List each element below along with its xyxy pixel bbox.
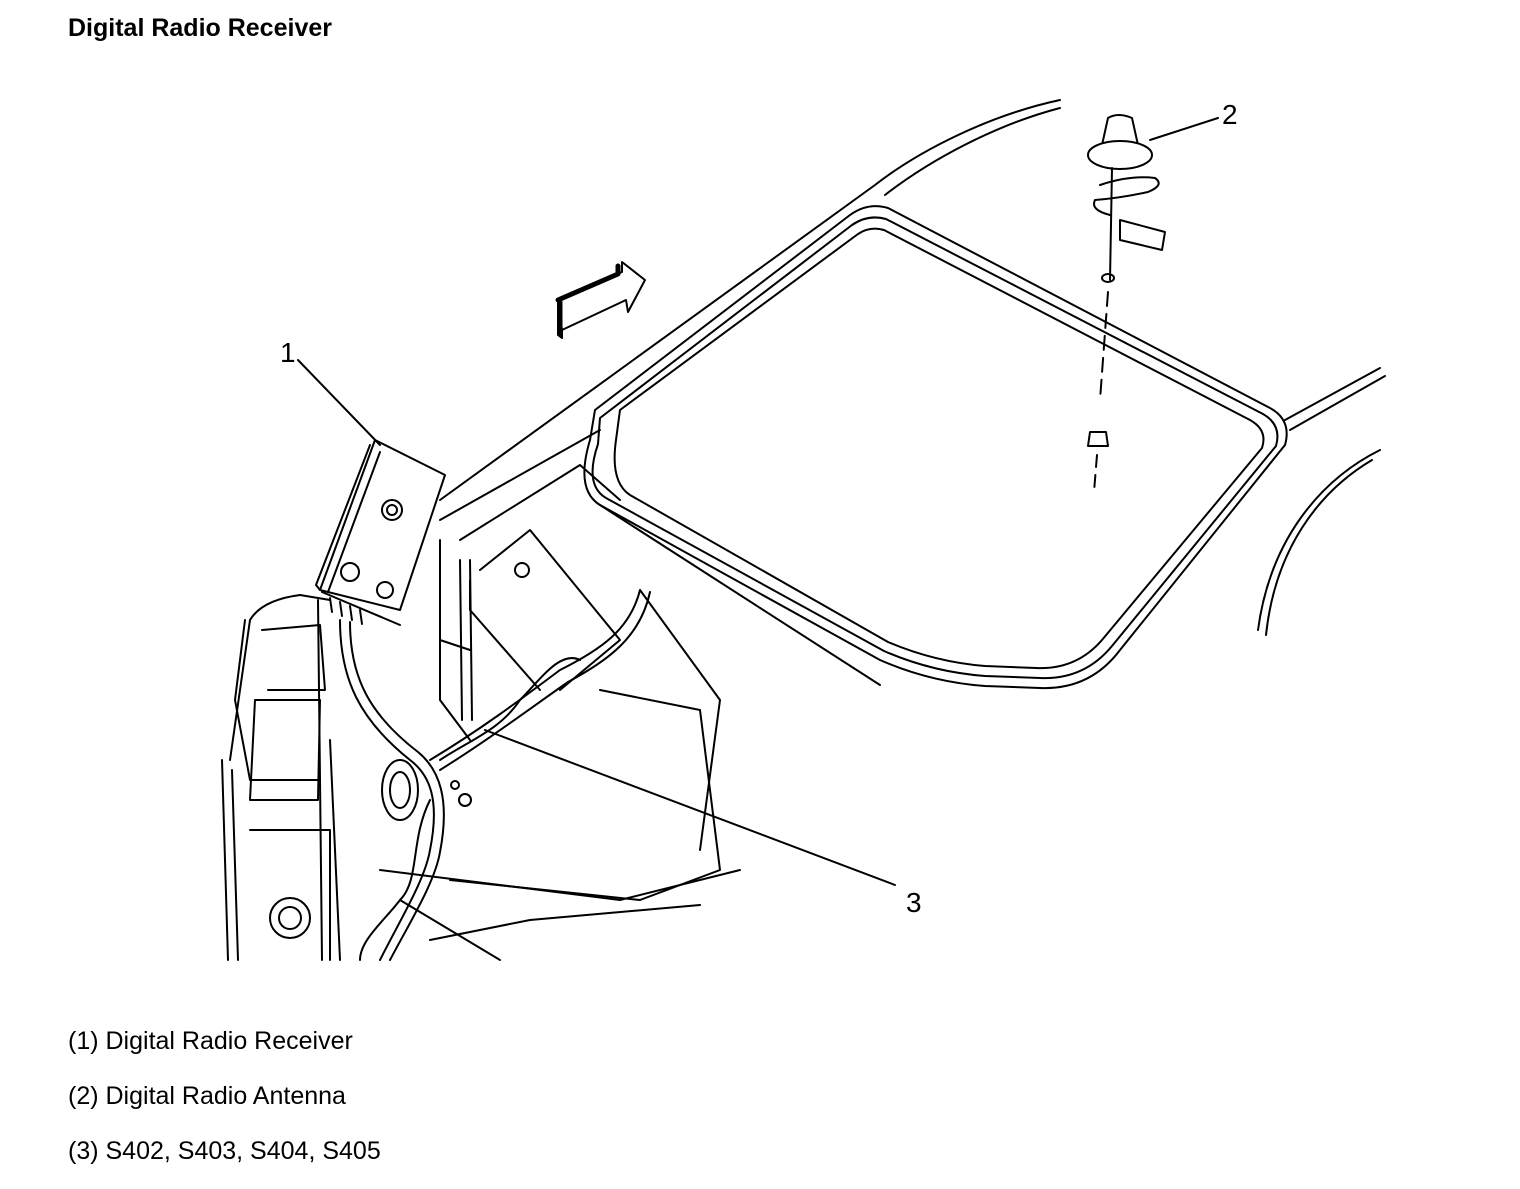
wiring-harness [339, 539, 651, 961]
receiver-module [315, 439, 446, 626]
cowl-line-2 [459, 464, 621, 541]
cowl-line-3 [599, 504, 881, 686]
windshield-glass [613, 227, 1265, 670]
legend-list: (1) Digital Radio Receiver (2) Digital R… [68, 1024, 381, 1189]
right-body-line [1284, 367, 1381, 421]
windshield-outer-2 [591, 216, 1279, 680]
roof-line [439, 99, 1061, 501]
right-door-curve-2 [1265, 459, 1373, 636]
forward-arrow [555, 261, 646, 339]
callout-2: 2 [1222, 99, 1238, 130]
callout-leader-3 [484, 729, 896, 886]
legend-item: (3) S402, S403, S404, S405 [68, 1137, 381, 1165]
diagram-title: Digital Radio Receiver [68, 14, 332, 42]
left-body [221, 594, 341, 961]
right-body-line-2 [1289, 375, 1386, 431]
callout-leader-1 [297, 359, 381, 446]
callout-3: 3 [906, 887, 922, 918]
inner-apron [379, 529, 741, 961]
fender-line [639, 589, 721, 851]
callout-leader-2 [1149, 117, 1219, 141]
antenna-assembly [1087, 114, 1166, 493]
vehicle-diagram: 1 2 3 [221, 99, 1386, 961]
callout-1: 1 [280, 337, 296, 368]
right-door-curve [1257, 449, 1381, 631]
legend-item: (2) Digital Radio Antenna [68, 1082, 346, 1110]
roof-line-inner [884, 107, 1061, 196]
cowl-line-1 [439, 429, 601, 521]
windshield-outer [583, 205, 1288, 690]
legend-item: (1) Digital Radio Receiver [68, 1027, 353, 1055]
